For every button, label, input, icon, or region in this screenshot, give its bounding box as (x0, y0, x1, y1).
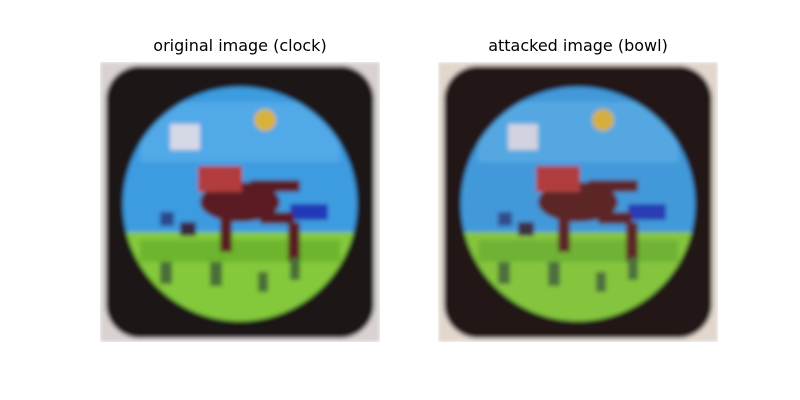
panel-title-attacked: attacked image (bowl) (488, 36, 668, 55)
panel-title-original: original image (clock) (153, 36, 327, 55)
blue-mark (290, 204, 328, 220)
sun (254, 109, 276, 131)
horse-head (198, 166, 242, 192)
attacked-image (438, 62, 718, 342)
cloud (170, 124, 200, 150)
original-image (100, 62, 380, 342)
bowl-picture (438, 62, 718, 342)
clock-picture (100, 62, 380, 342)
